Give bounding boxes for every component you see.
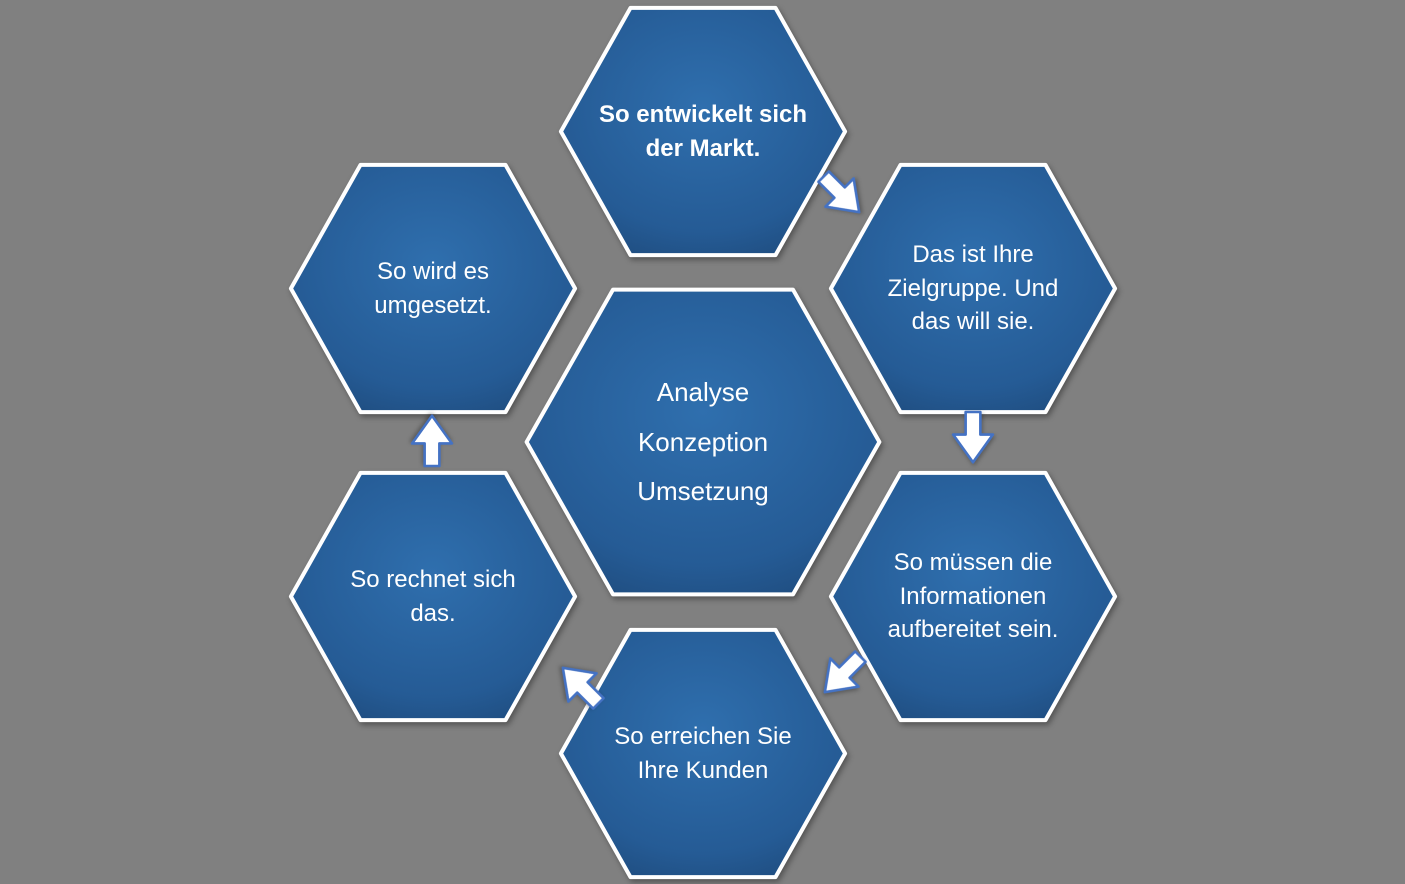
hexagon-shape	[828, 470, 1118, 723]
hex-node-left-upper: So wird es umgesetzt.	[288, 162, 578, 415]
hex-top-label: So entwickelt sich der Markt.	[598, 100, 808, 162]
hex-node-top: So entwickelt sich der Markt.	[558, 5, 848, 258]
hexagon-shape	[828, 162, 1118, 415]
hex-node-right-lower: So müssen die Informationen aufbereitet …	[828, 470, 1118, 723]
center-line-2: Konzeption	[637, 426, 769, 457]
hexagon-shape	[558, 5, 848, 258]
center-line-3: Umsetzung	[637, 476, 769, 507]
arrow-top-to-right-upper-icon	[803, 156, 881, 234]
arrow-right-upper-to-right-lower-icon	[947, 409, 999, 467]
hex-left-lower-label: So rechnet sich das.	[350, 565, 516, 627]
hexagon-shape	[288, 470, 578, 723]
arrow-bottom-to-left-lower-icon	[541, 646, 619, 724]
hex-bottom-label: So erreichen Sie Ihre Kunden	[614, 722, 792, 784]
hex-right-lower-label: So müssen die Informationen aufbereitet …	[887, 549, 1059, 644]
hexagon-shape	[523, 286, 883, 598]
arrow-left-lower-to-left-upper-icon	[406, 411, 458, 469]
hex-left-upper-label: So wird es umgesetzt.	[374, 257, 492, 319]
hexagon-shape	[288, 162, 578, 415]
center-line-1: Analyse	[656, 377, 750, 408]
arrow-right-lower-to-bottom-icon	[803, 636, 881, 714]
hex-node-left-lower: So rechnet sich das.	[288, 470, 578, 723]
hex-center-label: Analyse Konzeption Umsetzung	[523, 286, 883, 598]
hexagon-shape	[558, 627, 848, 880]
hex-right-upper-label: Das ist Ihre Zielgruppe. Und das will si…	[887, 241, 1059, 336]
hex-node-bottom: So erreichen Sie Ihre Kunden	[558, 627, 848, 880]
hex-node-center: Analyse Konzeption Umsetzung	[523, 286, 883, 598]
hex-node-right-upper: Das ist Ihre Zielgruppe. Und das will si…	[828, 162, 1118, 415]
